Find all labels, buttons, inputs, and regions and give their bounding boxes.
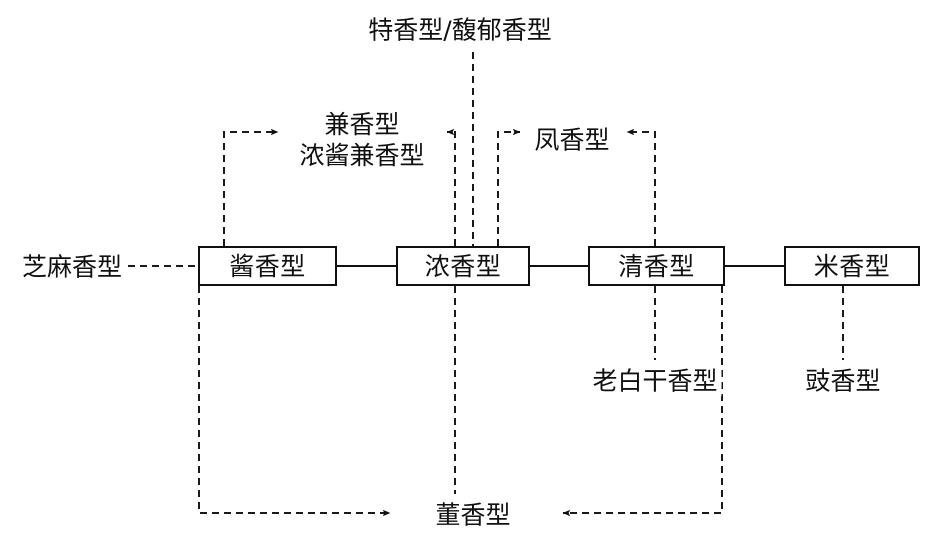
label-jianxiang-line-2: 浓酱兼香型 [299,141,425,170]
connector-jiang-to-jianxiang [223,128,279,246]
label-zhimaxiangxing: 芝麻香型 [17,252,127,282]
node-label-qing: 清香型 [618,251,695,281]
node-box-qing[interactable]: 清香型 [588,246,725,286]
node-label-mi: 米香型 [813,251,891,281]
label-te-fuyu-line-1: 特香型/馥郁香型 [368,15,552,45]
connector-qing-to-dong [562,286,723,517]
label-chixiang-line-1: 豉香型 [805,366,881,396]
node-label-nong: 浓香型 [424,251,502,281]
label-fengxiang-line-1: 凤香型 [534,125,610,155]
label-laobaiganxiangxing: 老白干香型 [588,366,722,396]
connector-nong-to-fengxiang [497,128,521,246]
connector-jiang-to-dong [198,286,391,517]
label-laobaigan-line-1: 老白干香型 [592,366,718,396]
label-fengxiangxing: 凤香型 [530,125,614,155]
node-box-mi[interactable]: 米香型 [784,246,920,286]
connector-nong-to-jianxiang [446,128,456,246]
label-dongxiang-line-1: 董香型 [435,500,511,530]
label-jianxiang-nongjiang: 兼香型 浓酱兼香型 [295,108,429,172]
node-label-jiang: 酱香型 [229,251,306,281]
label-te-fuyu-xiangxing: 特香型/馥郁香型 [364,15,556,45]
connector-qing-to-fengxiang [626,128,656,246]
node-box-jiang[interactable]: 酱香型 [198,246,337,286]
label-zhimaxiang-line-1: 芝麻香型 [21,252,123,282]
label-chixiangxing: 豉香型 [801,366,885,396]
node-box-nong[interactable]: 浓香型 [396,246,530,286]
label-jianxiang-line-1: 兼香型 [324,109,400,139]
label-dongxiangxing: 董香型 [431,500,515,530]
